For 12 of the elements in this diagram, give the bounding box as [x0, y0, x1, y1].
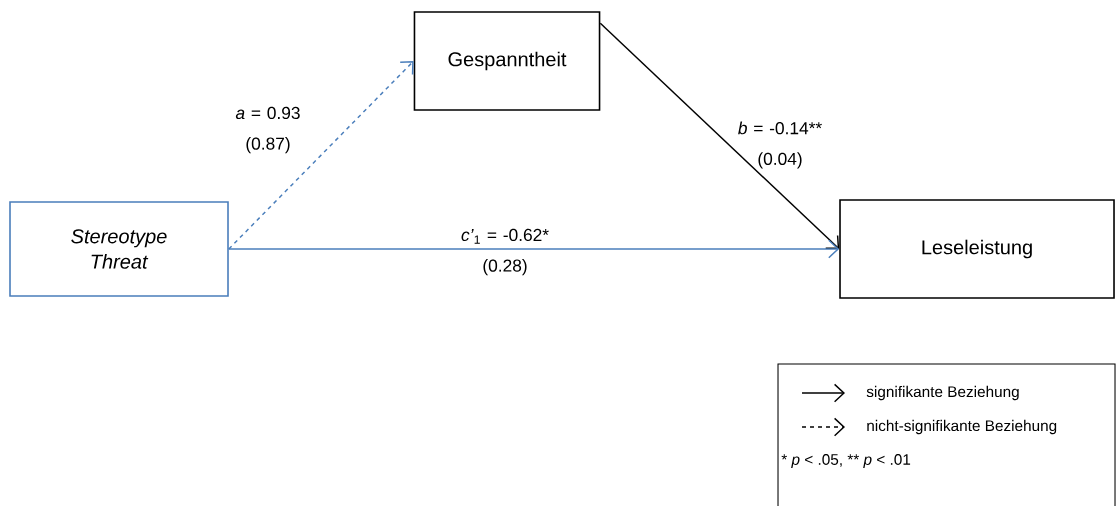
- arrow: [599, 22, 840, 249]
- arrow: [228, 61, 414, 250]
- note: *p < .05, ** p < .01: [781, 454, 911, 468]
- legend-text: signifikante Beziehung: [866, 385, 1019, 401]
- variable-box: Stereotype Threat: [9, 201, 229, 297]
- variable-box: Leseleistung: [839, 199, 1115, 299]
- variable-box: Gespanntheit: [413, 11, 601, 111]
- edge-label: a = 0.93 (0.87): [235, 106, 300, 154]
- arrow: [228, 239, 840, 259]
- edge-label: b = -0.14** (0.04): [738, 121, 822, 169]
- legend-text: nicht-signifikante Beziehung: [867, 419, 1057, 435]
- edge-label: c’$_{1}$ = -0.62* (0.28): [461, 228, 549, 276]
